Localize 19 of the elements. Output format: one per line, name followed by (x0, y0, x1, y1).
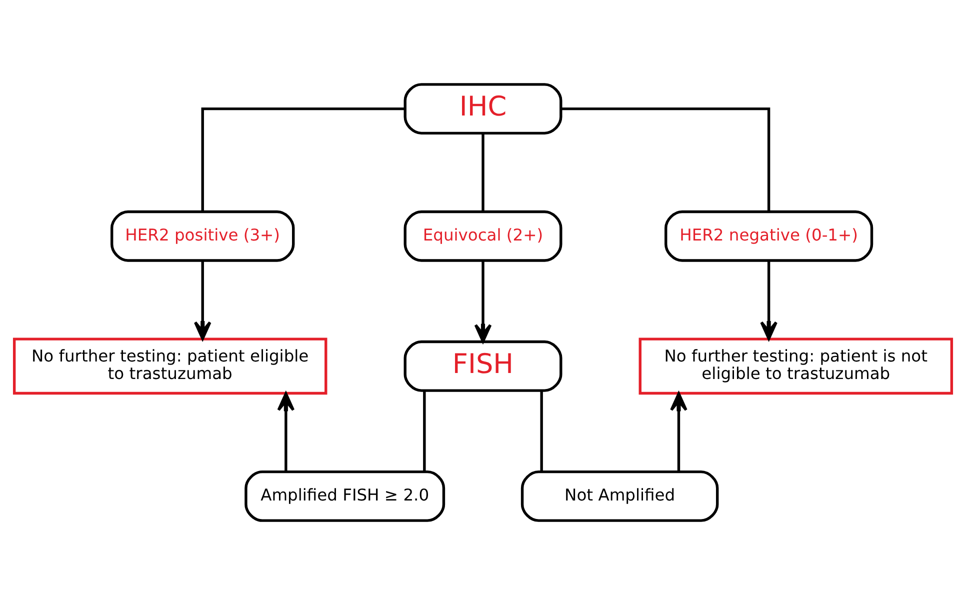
node-box: IHC (404, 83, 562, 135)
connector (482, 133, 484, 212)
connector (201, 107, 405, 212)
node-box: FISH (404, 340, 562, 392)
node-box: HER2 positive (3+) (110, 210, 295, 262)
arrow (474, 260, 492, 343)
arrow (760, 260, 778, 340)
node-box: Equivocal (2+) (404, 210, 562, 262)
arrow (277, 392, 295, 472)
node-box: No further testing: patient eligible to trastuzumab (12, 338, 328, 395)
arrow (194, 260, 212, 340)
node-box: Not Amplified (520, 470, 719, 522)
node-box: HER2 negative (0-1+) (664, 210, 874, 262)
arrow (670, 392, 688, 472)
node-box: Amplified FISH ≥ 2.0 (244, 470, 446, 522)
connector (561, 107, 770, 212)
connector (423, 390, 426, 472)
connector (540, 390, 543, 472)
node-box: No further testing: patient is not eligible to trastuzumab (638, 338, 954, 395)
